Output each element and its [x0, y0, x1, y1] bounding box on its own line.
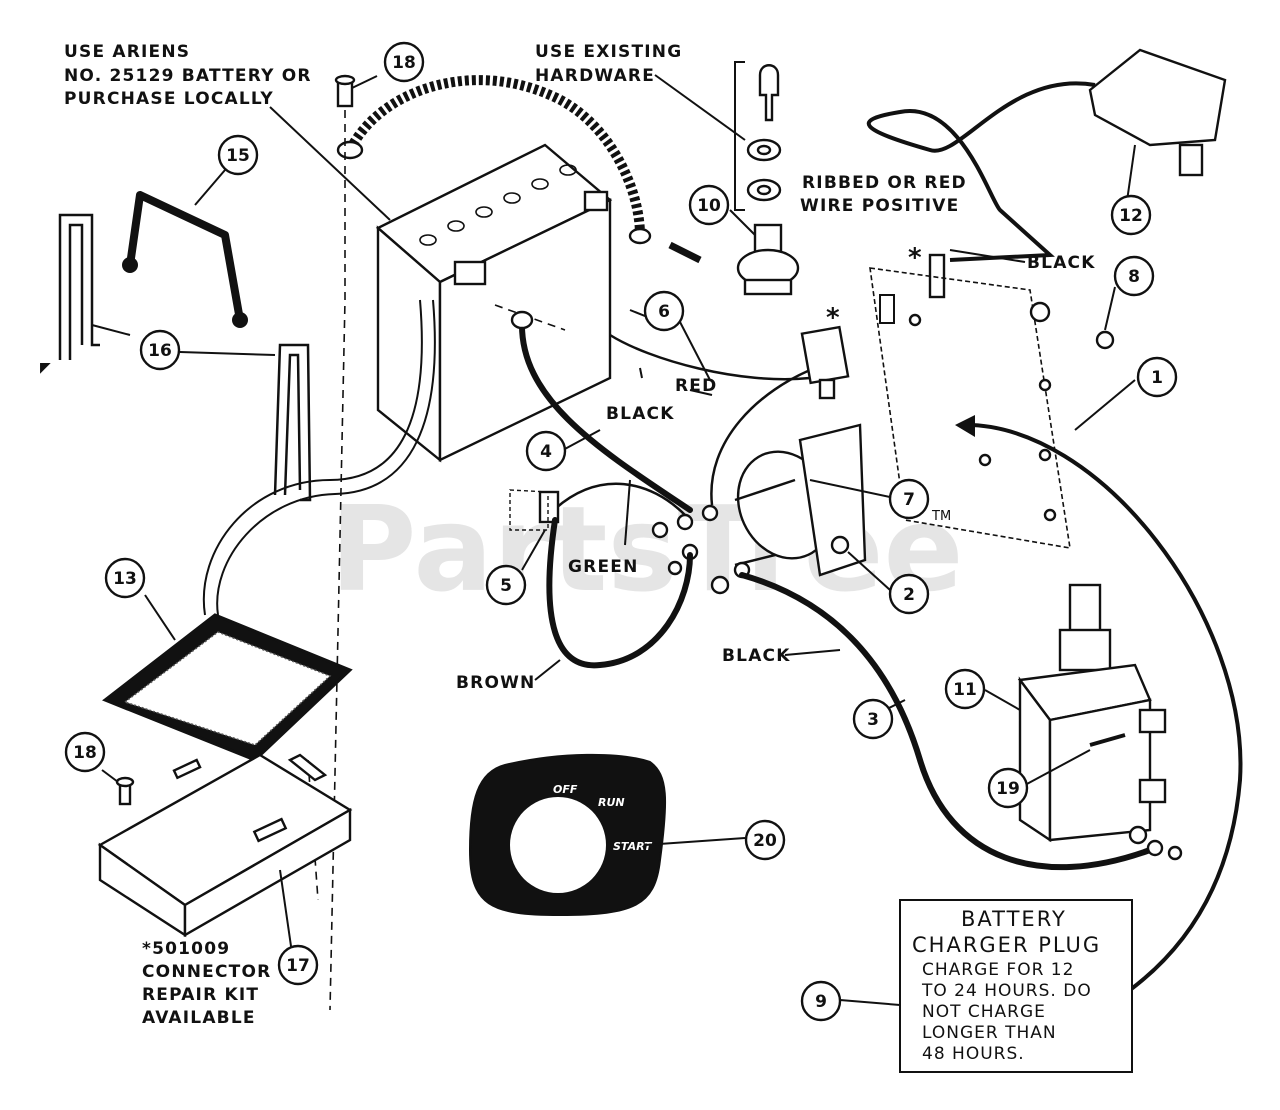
callout-13: 13: [104, 557, 146, 599]
harness-plug: [1088, 48, 1227, 177]
asterisk-connector: *: [826, 303, 840, 333]
charger-body-line-3: NOT CHARGE: [922, 1002, 1046, 1022]
black-cable-label: BLACK: [722, 646, 791, 666]
use-ariens-line-2: NO. 25129 BATTERY OR: [64, 66, 312, 86]
callout-12: 12: [1110, 194, 1152, 236]
bolt-top: [334, 74, 356, 108]
callout-16: 16: [139, 329, 181, 371]
ground-cable: [518, 319, 693, 513]
switch-start-label: START: [613, 840, 653, 853]
black-ground-label: BLACK: [606, 404, 675, 424]
callout-4: 4: [525, 430, 567, 472]
svg-text:1: 1: [1151, 368, 1163, 388]
ignition-key: [758, 64, 780, 122]
connector-note-line-4: AVAILABLE: [142, 1008, 256, 1028]
use-existing-line-1: USE EXISTING: [535, 42, 682, 62]
callout-20: 20: [744, 819, 786, 861]
callout-9: 9: [800, 980, 842, 1022]
charger-body-line-4: LONGER THAN: [922, 1023, 1057, 1043]
svg-text:9: 9: [815, 992, 827, 1012]
callout-8: 8: [1113, 255, 1155, 297]
ribbed-line-1: RIBBED OR RED: [802, 173, 967, 193]
svg-text:4: 4: [540, 442, 552, 462]
solenoid: [736, 423, 867, 577]
svg-text:2: 2: [903, 585, 915, 605]
svg-text:12: 12: [1119, 206, 1143, 226]
ignition-plate: OFF RUN START: [468, 753, 667, 917]
callout-2: 2: [888, 573, 930, 615]
hold-down-strap: [126, 191, 244, 321]
charger-note-box: [899, 899, 1133, 1073]
callout-15: 15: [217, 134, 259, 176]
trademark: TM: [931, 509, 951, 524]
starter-motor: [1017, 583, 1167, 843]
charger-title-line-1: BATTERY: [961, 907, 1067, 931]
mounting-plate: [869, 267, 1071, 549]
callout-17: 17: [277, 944, 319, 986]
charger-title-line-2: CHARGER PLUG: [912, 933, 1101, 957]
connector: [800, 325, 850, 400]
charger-cable: [959, 422, 1243, 992]
charger-body-line-2: TO 24 HOURS. DO: [921, 981, 1092, 1001]
svg-text:18: 18: [392, 53, 416, 73]
svg-text:10: 10: [697, 196, 721, 216]
use-ariens-line-1: USE ARIENS: [64, 42, 190, 62]
callout-5: 5: [485, 564, 527, 606]
wiring-harness: [866, 81, 1096, 262]
black-harness-label: BLACK: [1027, 253, 1096, 273]
svg-text:8: 8: [1128, 267, 1140, 287]
svg-text:17: 17: [286, 956, 310, 976]
svg-text:13: 13: [113, 569, 137, 589]
svg-text:16: 16: [148, 341, 172, 361]
callout-10: 10: [688, 184, 730, 226]
watermark: PartsTree: [330, 480, 964, 618]
callout-19: 19: [987, 767, 1029, 809]
svg-text:20: 20: [753, 831, 777, 851]
connector-note-line-3: REPAIR KIT: [142, 985, 259, 1005]
callout-6: 6: [643, 290, 685, 332]
asterisk-harness: *: [908, 243, 922, 273]
svg-text:19: 19: [996, 779, 1020, 799]
brown-wire-label: BROWN: [456, 673, 535, 693]
j-bolts: [58, 213, 312, 502]
callout-3: 3: [852, 698, 894, 740]
bolt-bottom: [115, 776, 135, 806]
callout-1: 1: [1136, 356, 1178, 398]
svg-text:6: 6: [658, 302, 670, 322]
leader-lines: [91, 74, 1136, 1006]
connector-note-line-1: *501009: [142, 939, 230, 959]
battery-box: [97, 753, 353, 938]
svg-text:11: 11: [953, 680, 977, 700]
svg-text:5: 5: [500, 576, 512, 596]
charger-body-line-5: 48 HOURS.: [922, 1044, 1025, 1064]
charger-body-line-1: CHARGE FOR 12: [922, 960, 1074, 980]
svg-text:3: 3: [867, 710, 879, 730]
red-wire-label: RED: [675, 376, 717, 396]
switch-run-label: RUN: [598, 796, 625, 809]
callout-7: 7: [888, 478, 930, 520]
svg-text:7: 7: [903, 490, 915, 510]
ignition-switch: [736, 223, 800, 296]
use-existing-line-2: HARDWARE: [535, 66, 655, 86]
use-ariens-line-3: PURCHASE LOCALLY: [64, 89, 274, 109]
svg-text:18: 18: [73, 743, 97, 763]
connector-note-line-2: CONNECTOR: [142, 962, 271, 982]
green-wire-label: GREEN: [568, 557, 639, 577]
callout-18-top: 18: [383, 41, 425, 83]
braided-cable: [345, 75, 645, 236]
battery-tray: [102, 613, 353, 762]
svg-text:◤: ◤: [40, 360, 51, 376]
callout-11: 11: [944, 668, 986, 710]
ribbed-line-2: WIRE POSITIVE: [800, 196, 959, 216]
callout-18-bottom: 18: [64, 731, 106, 773]
switch-off-label: OFF: [553, 783, 578, 796]
hardware-nuts: [746, 138, 782, 202]
svg-text:15: 15: [226, 146, 250, 166]
